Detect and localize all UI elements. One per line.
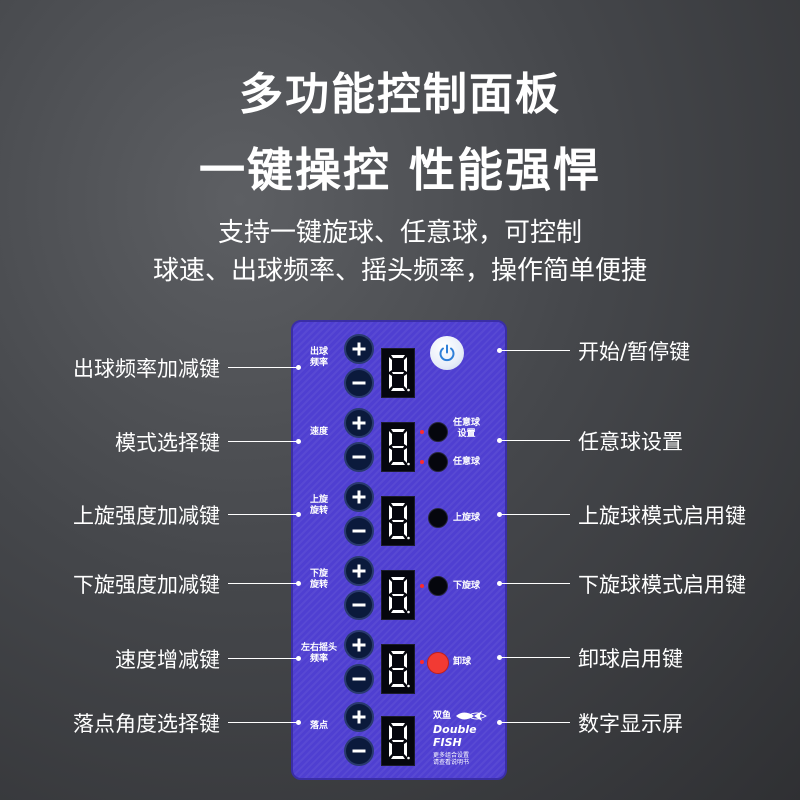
plus-icon <box>352 710 366 724</box>
minus-icon <box>352 749 366 753</box>
plus-icon <box>352 490 366 504</box>
callout-dot <box>497 720 502 725</box>
callout-line <box>500 514 570 515</box>
digit-display-3 <box>381 496 415 546</box>
plus-icon <box>352 416 366 430</box>
right-callout-4: 下旋球模式启用键 <box>578 573 746 597</box>
callout-dot <box>497 348 502 353</box>
minus-icon <box>352 677 366 681</box>
left-callout-1: 出球频率加减键 <box>73 357 220 381</box>
callout-dot <box>497 655 502 660</box>
callout-line <box>228 722 298 723</box>
minus-icon <box>352 603 366 607</box>
row-label-3: 上旋 旋转 <box>309 495 328 516</box>
left-callout-6: 落点角度选择键 <box>73 712 220 736</box>
topspin-button[interactable] <box>428 508 448 528</box>
callout-line <box>228 514 298 515</box>
right-callout-1: 开始/暂停键 <box>578 340 691 364</box>
plus-icon <box>352 564 366 578</box>
minus-button-2[interactable] <box>344 442 374 472</box>
digit-display-2 <box>381 422 415 472</box>
callout-line <box>500 440 570 441</box>
minus-button-6[interactable] <box>344 736 374 766</box>
left-callout-4: 下旋强度加减键 <box>73 573 220 597</box>
brand-note: 更多组合设置 请查看说明书 <box>433 751 470 766</box>
brand-cn: 双鱼 <box>433 711 452 721</box>
indicator-led <box>420 660 424 664</box>
callout-dot <box>296 720 301 725</box>
row-label-1: 出球 频率 <box>309 347 328 368</box>
plus-button-3[interactable] <box>344 482 374 512</box>
row-label-2: 速度 <box>309 427 328 437</box>
callout-line <box>228 367 298 368</box>
description-line-2: 球速、出球频率、摇头频率，操作简单便捷 <box>152 256 647 286</box>
minus-icon <box>352 381 366 385</box>
plus-button-4[interactable] <box>344 556 374 586</box>
indicator-led <box>420 430 424 434</box>
power-button[interactable] <box>430 336 464 370</box>
callout-dot <box>296 656 301 661</box>
unload-label: 卸球 <box>453 657 472 667</box>
minus-button-4[interactable] <box>344 590 374 620</box>
plus-button-6[interactable] <box>344 702 374 732</box>
minus-button-5[interactable] <box>344 664 374 694</box>
row-label-5: 左右摇头 频率 <box>300 643 337 664</box>
row-label-6: 落点 <box>309 721 328 731</box>
brand-block: 双鱼 Double FISH 更多组合设置 请查看说明书 <box>433 708 503 766</box>
right-callout-3: 上旋球模式启用键 <box>578 504 746 528</box>
indicator-led <box>420 460 424 464</box>
backspin-label: 下旋球 <box>453 581 481 591</box>
free-ball-button[interactable] <box>428 452 448 472</box>
callout-line <box>228 658 298 659</box>
callout-dot <box>497 512 502 517</box>
fish-logo-icon <box>456 710 488 721</box>
minus-icon <box>352 529 366 533</box>
power-icon <box>439 344 455 362</box>
plus-button-1[interactable] <box>344 334 374 364</box>
free-ball-setup-button[interactable] <box>428 422 448 442</box>
description-line-1: 支持一键旋球、任意球，可控制 <box>217 218 582 248</box>
right-callout-2: 任意球设置 <box>578 430 683 454</box>
free-ball-setup-label: 任意球 设置 <box>453 418 481 439</box>
minus-button-3[interactable] <box>344 516 374 546</box>
callout-dot <box>497 581 502 586</box>
row-label-4: 下旋 旋转 <box>309 569 328 590</box>
digit-display-6 <box>381 716 415 766</box>
digit-display-4 <box>381 570 415 620</box>
callout-line <box>500 657 570 658</box>
right-callout-6: 数字显示屏 <box>578 712 683 736</box>
backspin-button[interactable] <box>428 576 448 596</box>
unload-button[interactable] <box>427 652 449 674</box>
callout-dot <box>296 512 301 517</box>
minus-icon <box>352 455 366 459</box>
callout-line <box>500 722 570 723</box>
left-callout-5: 速度增减键 <box>115 648 220 672</box>
plus-icon <box>352 638 366 652</box>
plus-button-5[interactable] <box>344 630 374 660</box>
title-line-2: 一键操控 性能强悍 <box>198 143 601 197</box>
callout-dot <box>296 439 301 444</box>
brand-en: Double FISH <box>433 722 477 749</box>
title-line-1: 多功能控制面板 <box>239 69 561 120</box>
plus-icon <box>352 342 366 356</box>
callout-line <box>228 583 298 584</box>
right-callout-5: 卸球启用键 <box>578 647 683 671</box>
digit-display-1 <box>381 348 415 398</box>
plus-button-2[interactable] <box>344 408 374 438</box>
left-callout-3: 上旋强度加减键 <box>73 504 220 528</box>
callout-dot <box>497 438 502 443</box>
callout-line <box>500 350 570 351</box>
callout-dot <box>296 365 301 370</box>
control-panel: 双鱼 Double FISH 更多组合设置 请查看说明书 出球 频率速度上旋 旋… <box>291 320 507 780</box>
left-callout-2: 模式选择键 <box>115 431 220 455</box>
callout-dot <box>296 581 301 586</box>
callout-line <box>500 583 570 584</box>
callout-line <box>228 441 298 442</box>
minus-button-1[interactable] <box>344 368 374 398</box>
digit-display-5 <box>381 644 415 694</box>
free-ball-label: 任意球 <box>453 457 481 467</box>
topspin-label: 上旋球 <box>453 513 481 523</box>
indicator-led <box>420 584 424 588</box>
